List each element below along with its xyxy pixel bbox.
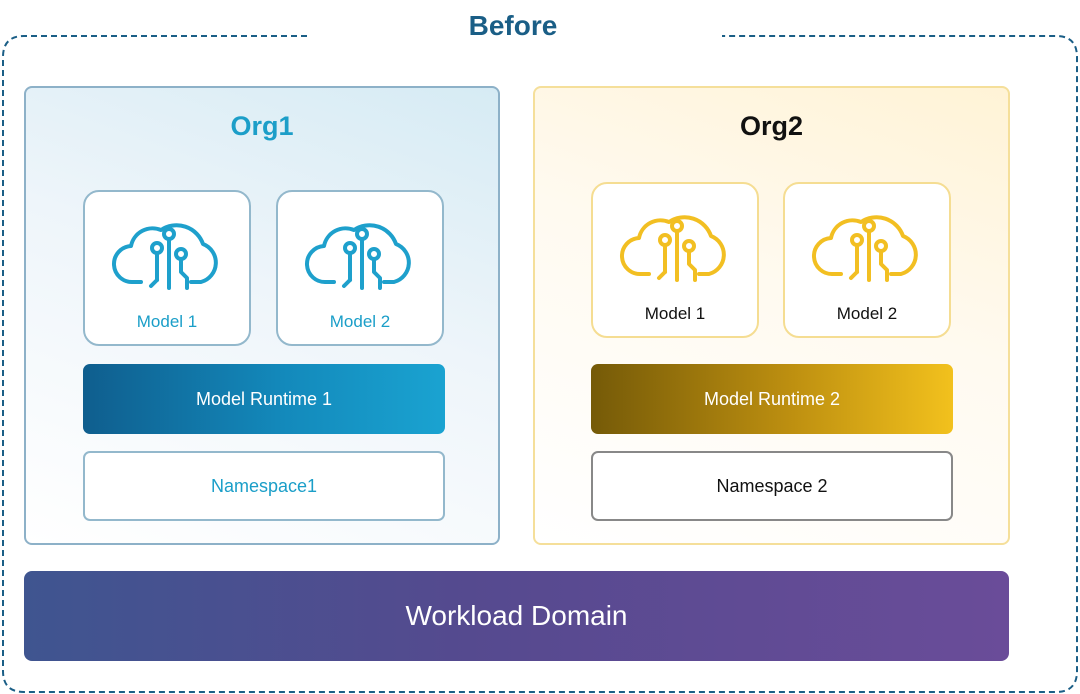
- org1-title: Org1: [230, 111, 294, 141]
- org1-model-1-card[interactable]: Model 1: [83, 190, 251, 346]
- org1-model-runtime[interactable]: Model Runtime 1: [83, 364, 445, 434]
- cloud-circuit-icon: [619, 215, 726, 282]
- org2-title: Org2: [739, 111, 804, 141]
- cloud-circuit-icon: [811, 215, 918, 282]
- org1-panel: Org1 Model 1 Model 2 Model Runtime 1 Nam…: [24, 86, 500, 545]
- model-label: Model 2: [329, 312, 391, 331]
- model-label: Model 1: [644, 304, 706, 323]
- cloud-circuit-icon: [304, 223, 411, 290]
- org2-model-runtime[interactable]: Model Runtime 2: [591, 364, 953, 434]
- cloud-circuit-icon: [111, 223, 218, 290]
- model-label: Model 2: [836, 304, 898, 323]
- org1-model-2-card[interactable]: Model 2: [276, 190, 444, 346]
- org1-namespace[interactable]: Namespace1: [83, 451, 445, 521]
- model-label: Model 1: [136, 312, 198, 331]
- workload-domain[interactable]: Workload Domain: [24, 571, 1009, 661]
- org2-namespace[interactable]: Namespace 2: [591, 451, 953, 521]
- diagram-title: Before: [468, 10, 558, 41]
- org2-panel: Org2 Model 1 Model 2 Model Runtime 2 Nam…: [533, 86, 1010, 545]
- org2-model-2-card[interactable]: Model 2: [783, 182, 951, 338]
- org2-model-1-card[interactable]: Model 1: [591, 182, 759, 338]
